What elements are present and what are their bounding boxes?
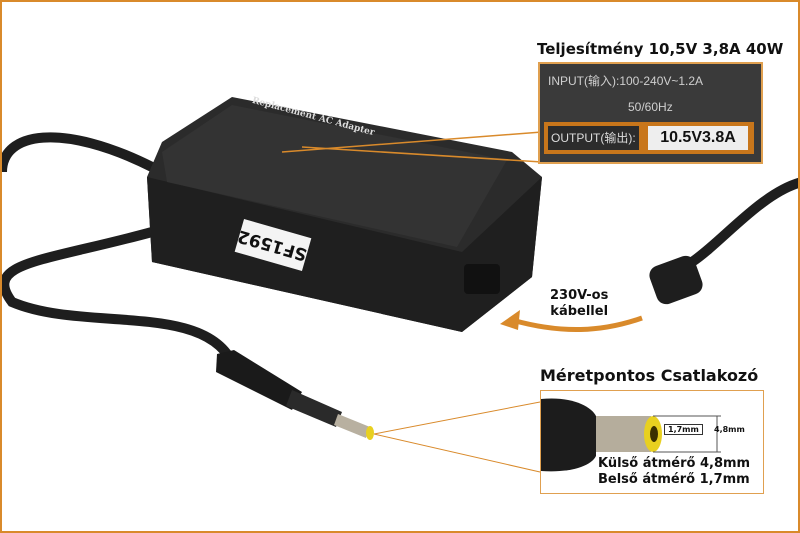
cable-label-line2: kábellel — [550, 304, 609, 319]
spec-input: INPUT(输入):100-240V~1.2A — [548, 74, 704, 88]
connector-closeup — [540, 390, 764, 494]
spec-frequency: 50/60Hz — [628, 100, 673, 114]
connector-callout-line — [373, 401, 541, 473]
inner-diameter-text: Belső átmérő 1,7mm — [598, 472, 750, 487]
dc-cable — [2, 227, 237, 365]
spec-output-highlight: OUTPUT(输出): 10.5V3.8A — [544, 122, 754, 154]
dc-cable-top — [2, 132, 155, 173]
cable-label-line1: 230V-os — [550, 288, 609, 303]
outer-diameter-text: Külső átmérő 4,8mm — [598, 456, 751, 471]
spec-title: Teljesítmény 10,5V 3,8A 40W — [537, 40, 784, 58]
inner-dimension: 1,7mm — [664, 424, 703, 435]
adapter-body — [147, 97, 542, 332]
spec-output-value: 10.5V3.8A — [648, 126, 748, 150]
outer-dimension: 4,8mm — [714, 425, 745, 434]
ac-cable — [689, 178, 798, 267]
spec-output-label: OUTPUT(输出): — [548, 126, 639, 150]
spec-label-closeup: INPUT(输入):100-240V~1.2A 50/60Hz OUTPUT(输… — [538, 62, 763, 164]
ac-socket — [464, 264, 500, 294]
connector-title: Méretpontos Csatlakozó — [540, 366, 759, 385]
ac-plug — [649, 255, 703, 305]
dc-plug — [216, 350, 374, 440]
connector-tip-image — [541, 398, 721, 472]
cable-label: 230V-os kábellel — [550, 288, 608, 320]
spec-callout-line — [281, 131, 543, 163]
arrow-icon — [511, 315, 643, 332]
